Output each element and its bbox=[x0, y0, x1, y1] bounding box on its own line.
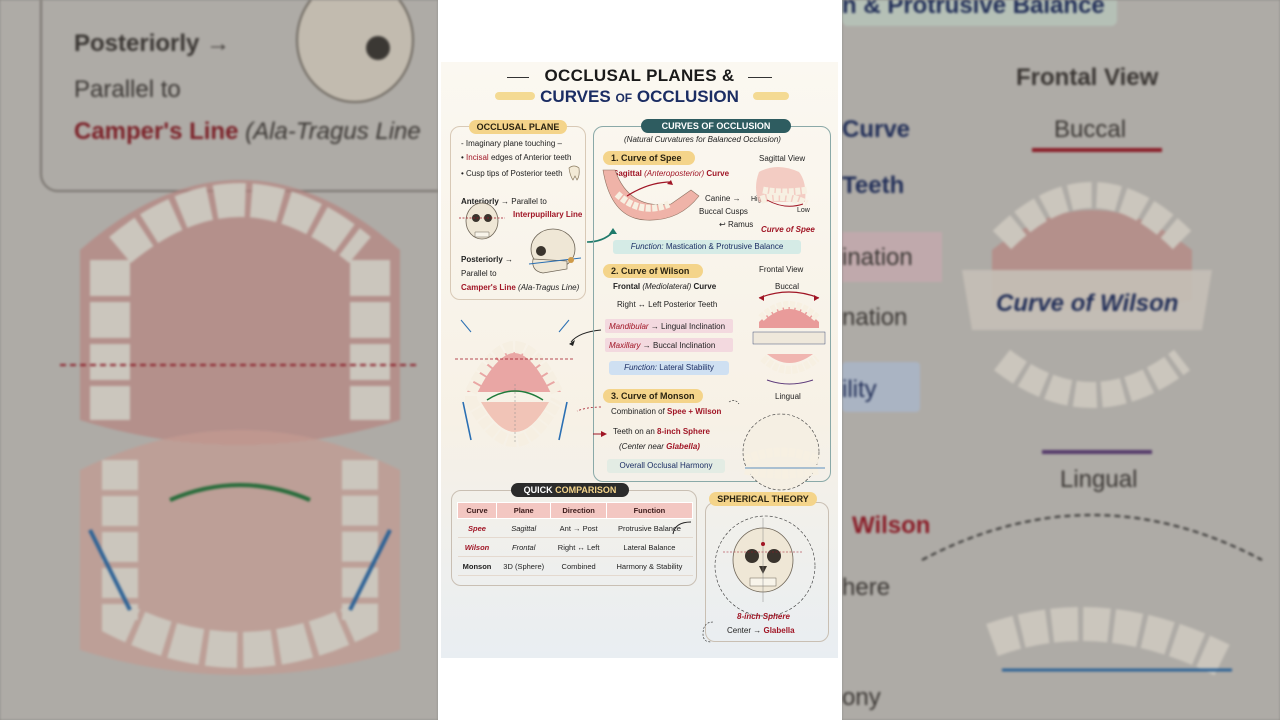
table-header: Plane bbox=[496, 502, 552, 519]
spee-function: Function: Mastication & Protrusive Balan… bbox=[613, 240, 801, 254]
curves-subtitle: (Natural Curvatures for Balanced Occlusi… bbox=[624, 135, 781, 144]
ramus-label: ↩ Ramus bbox=[719, 220, 754, 229]
anteriorly-label: Anteriorly → Parallel to bbox=[461, 197, 547, 206]
curve-of-spee-label: 1. Curve of Spee bbox=[603, 151, 695, 165]
sphere-caption: 8-inch Sphere bbox=[737, 612, 790, 621]
occlusal-arches-illustration bbox=[455, 319, 575, 447]
table-cell: Harmony & Stability bbox=[606, 556, 693, 576]
monson-combination: Combination of Spee + Wilson bbox=[611, 407, 722, 416]
table-header-row: Curve Plane Direction Function bbox=[456, 502, 694, 519]
buccal-label: Buccal bbox=[775, 282, 800, 291]
table-cell: Frontal bbox=[496, 537, 551, 557]
table-cell: Lateral Balance bbox=[606, 537, 693, 557]
wilson-frontal-illustration bbox=[752, 291, 826, 385]
low-label: Low bbox=[797, 207, 810, 214]
bg-wilson-arch bbox=[921, 148, 1263, 676]
table-header: Curve bbox=[456, 502, 498, 519]
title-line-2: CURVES OF OCCLUSION bbox=[540, 87, 739, 106]
right-left-label: Right ↔ Left Posterior Teeth bbox=[617, 300, 718, 309]
table-cell: Sagittal bbox=[496, 518, 551, 538]
table-header: Function bbox=[605, 502, 694, 519]
table-header: Direction bbox=[550, 502, 607, 519]
bg-posteriorly: Posteriorly → bbox=[74, 30, 231, 57]
tooth-icon bbox=[568, 165, 580, 181]
table-row: Spee Sagittal Ant → Post Protrusive Bala… bbox=[457, 518, 693, 538]
comparison-table: Curve Plane Direction Function Spee Sagi… bbox=[456, 502, 694, 576]
front-skull-icon bbox=[459, 202, 505, 240]
side-skull-icon bbox=[528, 228, 582, 274]
frontal-view-label: Frontal View bbox=[759, 265, 804, 274]
bg-skull-and-arch bbox=[60, 0, 420, 675]
curve-of-monson-label: 3. Curve of Monson bbox=[603, 389, 703, 403]
sagittal-teeth-illustration bbox=[756, 167, 809, 208]
occlusal-intro: - Imaginary plane touching – bbox=[461, 139, 562, 148]
bg-lingual: Lingual bbox=[1060, 466, 1138, 493]
mandibular-label: Mandibular → Lingual Inclination bbox=[609, 322, 726, 331]
curves-of-occlusion-header: CURVES OF OCCLUSION bbox=[641, 119, 791, 133]
occlusal-plane-header: OCCLUSAL PLANE bbox=[469, 120, 567, 134]
bg-buccal: Buccal bbox=[1054, 116, 1127, 143]
posteriorly-label: Posteriorly → bbox=[461, 255, 514, 264]
table-cell: Ant → Post bbox=[550, 518, 607, 538]
bg-curve-of-wilson: Curve of Wilson bbox=[996, 290, 1179, 317]
table-cell: Protrusive Balance bbox=[606, 518, 693, 538]
table-row: Wilson Frontal Right ↔ Left Lateral Bala… bbox=[457, 537, 693, 557]
table-cell: Spee bbox=[457, 518, 497, 538]
wilson-function: Function: Lateral Stability bbox=[609, 361, 729, 375]
table-cell: Monson bbox=[457, 556, 497, 576]
monson-sphere: Teeth on an 8-inch Sphere bbox=[613, 427, 710, 436]
campers-line-label: Camper's Line (Ala-Tragus Line) bbox=[461, 283, 580, 292]
spee-jaw-illustration bbox=[602, 169, 700, 221]
infographic-poster: OCCLUSAL PLANES & CURVES OF OCCLUSION OC… bbox=[441, 62, 838, 658]
table-cell: Wilson bbox=[457, 537, 497, 557]
table-cell: 3D (Sphere) bbox=[496, 556, 551, 576]
background-right: n & Protrusive Balance Frontal View Bucc… bbox=[842, 0, 1280, 720]
spherical-theory-header: SPHERICAL THEORY bbox=[709, 492, 817, 506]
occlusal-bullet-1: • Incisal edges of Anterior teeth bbox=[461, 153, 572, 162]
sagittal-view-label: Sagittal View bbox=[759, 154, 806, 163]
interpupillary-label: Interpupillary Line bbox=[513, 210, 583, 219]
table-cell: Right ↔ Left bbox=[550, 537, 607, 557]
parallel-to-label: Parallel to bbox=[461, 269, 497, 278]
occlusal-bullet-2: • Cusp tips of Posterior teeth bbox=[461, 169, 563, 178]
monson-sphere-illustration bbox=[742, 413, 825, 491]
table-row: Monson 3D (Sphere) Combined Harmony & St… bbox=[457, 556, 693, 576]
maxillary-label: Maxillary → Buccal Inclination bbox=[609, 341, 716, 350]
curve-of-wilson-label: 2. Curve of Wilson bbox=[603, 264, 703, 278]
bg-frontal-view: Frontal View bbox=[1016, 64, 1159, 91]
bg-campers: Camper's Line (Ala-Tragus Line bbox=[74, 118, 421, 145]
video-frame: OCCLUSAL PLANES & CURVES OF OCCLUSION OC… bbox=[438, 0, 842, 720]
title-line-1: OCCLUSAL PLANES & bbox=[544, 66, 735, 85]
curve-of-spee-caption: Curve of Spee bbox=[761, 225, 815, 234]
bg-right-top: n & Protrusive Balance bbox=[842, 0, 1105, 19]
spherical-skull-illustration bbox=[672, 515, 816, 643]
quick-comparison-header: QUICK COMPARISON bbox=[511, 483, 629, 497]
curves-illustrations bbox=[593, 167, 826, 491]
spee-sagittal: Sagittal (Anteroposterior) Curve bbox=[613, 169, 730, 178]
monson-center: (Center near Glabella) bbox=[619, 442, 700, 451]
center-glabella-caption: Center → Glabella bbox=[727, 626, 795, 635]
wilson-frontal: Frontal (Mediolateral) Curve bbox=[613, 282, 717, 291]
background-left: Posteriorly → Parallel to Camper's Line … bbox=[0, 0, 438, 720]
canine-label: Canine → bbox=[705, 194, 741, 203]
occlusal-plane-illustrations bbox=[455, 165, 617, 447]
bg-parallel: Parallel to bbox=[74, 76, 181, 103]
buccal-cusps-label: Buccal Cusps bbox=[699, 207, 748, 216]
table-cell: Combined bbox=[550, 556, 607, 576]
monson-harmony: Overall Occlusal Harmony bbox=[607, 459, 725, 473]
lingual-label: Lingual bbox=[775, 392, 801, 401]
